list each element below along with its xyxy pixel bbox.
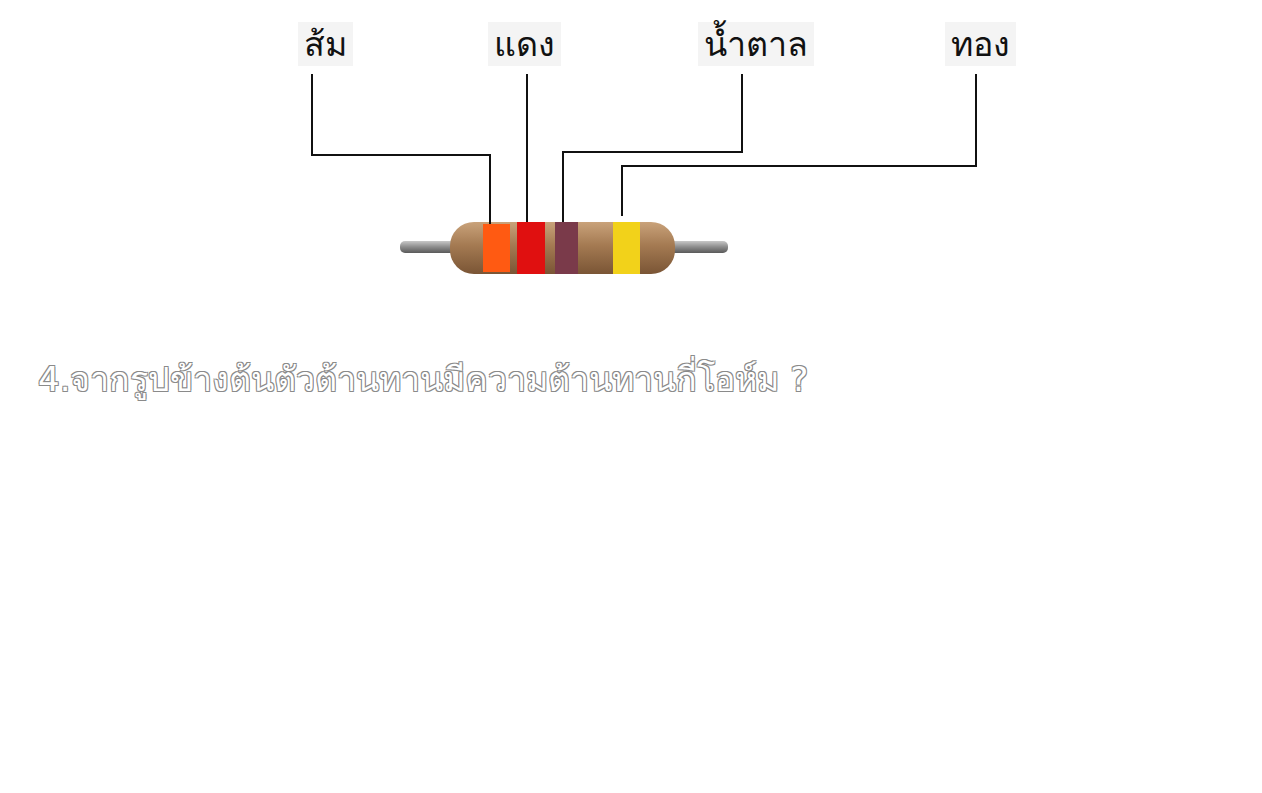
resistor-symbol <box>400 222 728 274</box>
resistor-body <box>450 222 675 274</box>
leader-line <box>622 74 976 216</box>
band-color-label: ทอง <box>945 22 1016 66</box>
brown-band <box>555 222 578 274</box>
band-color-label: ส้ม <box>298 22 353 66</box>
leader-line <box>526 74 528 222</box>
band-color-label: น้ำตาล <box>698 22 814 66</box>
question-text: 4.จากรูปข้างต้นตัวต้านทานมีความต้านทานกี… <box>38 352 808 406</box>
leader-line <box>563 74 742 222</box>
band-color-label: แดง <box>488 22 561 66</box>
gold-band <box>613 222 640 274</box>
leader-line <box>312 74 490 224</box>
orange-band <box>483 224 510 272</box>
red-band <box>517 222 545 274</box>
leader-lines <box>312 74 976 224</box>
